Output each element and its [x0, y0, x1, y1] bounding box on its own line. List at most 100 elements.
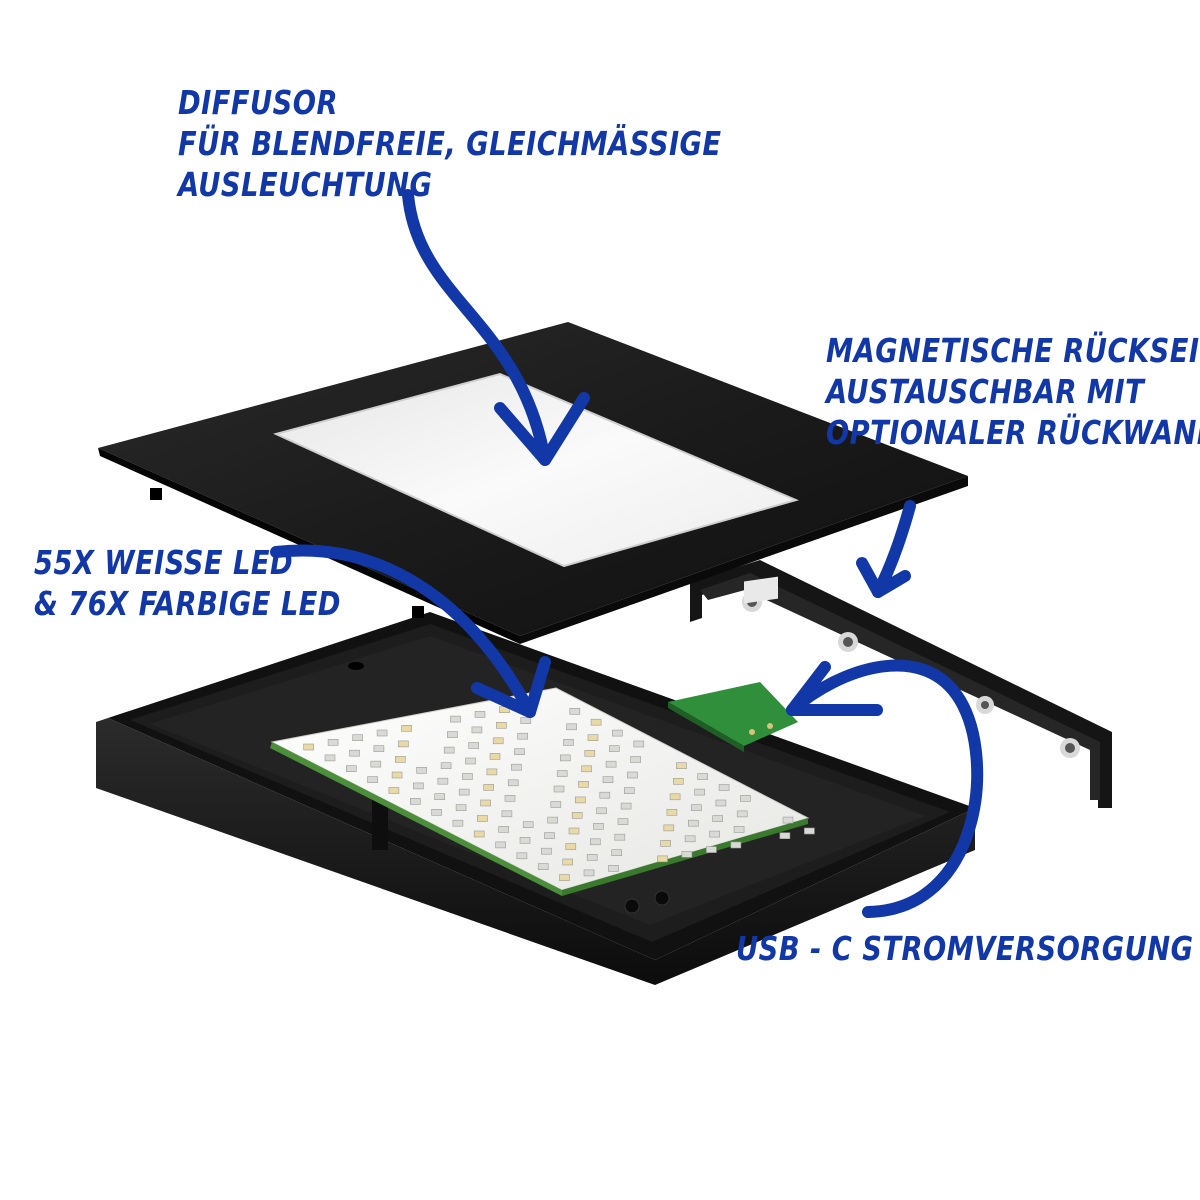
led-chip: [462, 773, 473, 780]
led-chip: [468, 742, 480, 749]
led-chip: [450, 715, 461, 723]
arrowhead-led: [471, 656, 551, 718]
led-chip: [458, 788, 470, 796]
led-chip: [511, 763, 522, 771]
led-chip: [477, 815, 488, 822]
led-chip: [370, 760, 382, 768]
led-chip: [574, 796, 586, 804]
led-chip: [584, 749, 596, 757]
led-chip: [473, 830, 485, 838]
led-chip: [612, 729, 623, 737]
led-chip: [352, 734, 363, 742]
led-chip: [563, 739, 574, 746]
label-line: OPTIONALER RÜCKWAND: [826, 413, 1200, 452]
led-chip: [599, 791, 611, 799]
led-chip: [391, 771, 403, 779]
led-chip: [537, 863, 549, 871]
led-chip: [571, 812, 583, 819]
led-chip: [303, 743, 314, 751]
led-chip: [627, 771, 638, 779]
led-chip: [516, 852, 528, 860]
led-chip: [480, 799, 491, 807]
led-chip: [495, 841, 506, 849]
led-chip: [569, 707, 581, 715]
power-button: [624, 898, 640, 914]
led-chip: [504, 794, 516, 802]
led-chip: [782, 816, 794, 824]
label-line: AUSLEUCHTUNG: [178, 165, 433, 204]
led-chip: [501, 810, 513, 818]
label-line: DIFFUSOR: [178, 83, 338, 122]
magnetic-back-bracket: [690, 560, 1112, 808]
led-chip: [443, 746, 455, 754]
led-chip: [568, 827, 580, 835]
led-chip: [327, 738, 339, 746]
led-chip: [669, 793, 681, 801]
led-chip: [587, 734, 599, 742]
led-chip: [691, 804, 702, 812]
led-chip: [489, 753, 501, 760]
led-chip: [507, 779, 519, 787]
led-chip: [608, 864, 619, 872]
led-chip: [394, 756, 406, 763]
led-chip: [566, 723, 577, 731]
led-chip: [596, 807, 607, 815]
label-line: MAGNETISCHE RÜCKSEITE: [826, 331, 1200, 370]
led-chip: [519, 836, 531, 844]
label-line: AUSTAUSCHBAR MIT: [826, 372, 1145, 411]
led-chip: [611, 849, 623, 857]
led-chip: [706, 846, 717, 853]
led-chip: [544, 832, 555, 839]
led-chip: [666, 808, 678, 816]
arrow-usb: [786, 659, 984, 918]
led-chip: [697, 773, 709, 780]
led-chip: [593, 822, 604, 830]
led-chip: [541, 847, 552, 855]
led-chip: [559, 874, 570, 881]
led-chip: [657, 855, 668, 863]
led-chip: [483, 784, 495, 791]
label-line: & 76X FARBIGE LED: [34, 584, 341, 623]
led-chip: [486, 768, 498, 776]
led-chip: [694, 788, 705, 796]
led-chip: [550, 801, 562, 808]
led-chip: [709, 830, 720, 838]
led-chip: [687, 819, 699, 827]
led-chip: [434, 793, 446, 801]
led-chip: [401, 725, 412, 732]
annotation-arrows: [270, 189, 984, 918]
led-chip: [474, 711, 486, 718]
mode-button: [654, 890, 670, 906]
led-chip: [633, 740, 645, 748]
led-chip: [553, 785, 565, 793]
led-chip: [455, 804, 467, 811]
arrowhead-diffusor: [494, 392, 590, 466]
led-chip: [522, 821, 534, 829]
led-chip: [676, 762, 687, 770]
led-chip: [712, 815, 724, 822]
label-usb-c: USB - C STROMVERSORGUNG: [736, 932, 1194, 973]
usb-c-board: [668, 576, 798, 752]
label-line: FÜR BLENDFREIE, GLEICHMÄSSIGE: [178, 124, 722, 163]
led-chip: [663, 824, 675, 832]
led-chip: [431, 808, 442, 816]
led-chip: [581, 765, 592, 773]
led-chip: [517, 732, 529, 740]
led-chip: [736, 810, 748, 818]
led-chip: [349, 749, 360, 757]
led-chip: [605, 760, 617, 768]
led-chip: [492, 737, 504, 745]
led-chip: [623, 787, 635, 794]
led-chip: [440, 762, 452, 770]
led-chip: [718, 784, 730, 791]
led-chip: [413, 782, 424, 790]
led-chip: [398, 740, 409, 748]
led-chip: [562, 858, 574, 866]
diffuser-panel: [273, 372, 799, 568]
led-chip: [520, 717, 532, 724]
led-chip: [681, 850, 693, 858]
led-chip: [409, 798, 421, 805]
led-chip: [660, 840, 671, 847]
led-chip: [608, 745, 620, 752]
